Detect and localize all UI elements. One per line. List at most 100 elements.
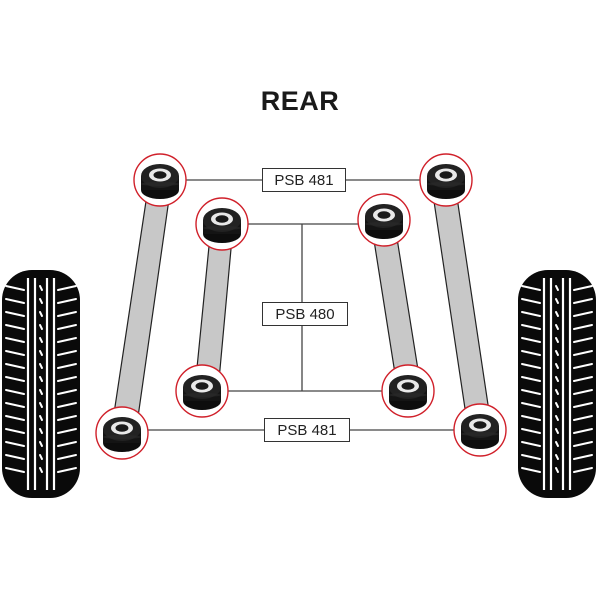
- connector-lines: [148, 179, 456, 431]
- inner-arm-right: [372, 231, 420, 381]
- outer-arm-right: [431, 183, 491, 423]
- tread-mark: [573, 337, 593, 343]
- tread-mark: [555, 311, 559, 317]
- tread-mark: [5, 389, 25, 395]
- tyre-left-icon: [2, 270, 80, 498]
- tread-mark: [39, 324, 43, 330]
- tread-mark: [555, 350, 559, 356]
- tread-mark: [39, 285, 43, 291]
- tread-mark: [573, 298, 593, 304]
- tread-mark: [57, 415, 77, 421]
- polyurethane-bush-icon: [461, 414, 499, 449]
- tread-mark: [521, 441, 541, 447]
- tread-mark: [5, 285, 25, 291]
- tread-mark: [39, 363, 43, 369]
- part-label-middle: PSB 480: [262, 302, 348, 326]
- tyre-right-icon: [518, 270, 596, 498]
- tread-mark: [555, 363, 559, 369]
- tread-mark: [39, 311, 43, 317]
- polyurethane-bush-icon: [103, 417, 141, 452]
- tread-mark: [39, 350, 43, 356]
- part-label-top: PSB 481: [262, 168, 346, 192]
- tread-mark: [5, 324, 25, 330]
- tread-mark: [57, 324, 77, 330]
- tread-mark: [573, 376, 593, 382]
- tread-mark: [555, 285, 559, 291]
- tread-mark: [521, 350, 541, 356]
- tread-mark: [39, 428, 43, 434]
- tread-mark: [521, 415, 541, 421]
- tread-mark: [5, 311, 25, 317]
- tread-mark: [521, 428, 541, 434]
- tread-mark: [573, 285, 593, 291]
- tread-mark: [555, 376, 559, 382]
- tread-mark: [39, 337, 43, 343]
- tread-mark: [57, 285, 77, 291]
- polyurethane-bush-icon: [203, 208, 241, 243]
- tread-mark: [555, 454, 559, 460]
- tread-mark: [555, 389, 559, 395]
- tread-mark: [573, 350, 593, 356]
- tread-mark: [5, 454, 25, 460]
- tread-mark: [39, 467, 43, 473]
- tread-mark: [5, 298, 25, 304]
- tread-mark: [521, 376, 541, 382]
- tread-mark: [555, 467, 559, 473]
- tread-mark: [57, 363, 77, 369]
- tread-mark: [555, 298, 559, 304]
- outer-arm-left: [112, 187, 171, 425]
- tread-mark: [5, 363, 25, 369]
- polyurethane-bush-icon: [141, 164, 179, 199]
- tread-mark: [521, 285, 541, 291]
- tread-mark: [555, 441, 559, 447]
- tread-mark: [521, 337, 541, 343]
- polyurethane-bush-icon: [183, 375, 221, 410]
- tread-mark: [39, 376, 43, 382]
- tread-mark: [573, 454, 593, 460]
- tread-mark: [521, 311, 541, 317]
- tread-mark: [521, 363, 541, 369]
- tread-mark: [521, 389, 541, 395]
- tread-mark: [39, 415, 43, 421]
- tread-mark: [555, 324, 559, 330]
- tread-mark: [573, 363, 593, 369]
- tread-mark: [521, 454, 541, 460]
- tread-mark: [521, 402, 541, 408]
- tread-mark: [555, 428, 559, 434]
- tread-mark: [521, 324, 541, 330]
- tread-mark: [39, 389, 43, 395]
- tread-mark: [573, 389, 593, 395]
- tread-mark: [39, 454, 43, 460]
- tread-mark: [521, 467, 541, 473]
- tread-mark: [573, 467, 593, 473]
- tread-mark: [573, 402, 593, 408]
- tread-mark: [57, 350, 77, 356]
- tread-mark: [57, 389, 77, 395]
- tread-mark: [57, 467, 77, 473]
- tread-mark: [573, 415, 593, 421]
- tread-mark: [57, 376, 77, 382]
- tread-mark: [573, 324, 593, 330]
- tread-mark: [39, 298, 43, 304]
- tread-mark: [555, 415, 559, 421]
- tread-mark: [57, 454, 77, 460]
- inner-arm-left: [195, 235, 233, 381]
- tread-mark: [5, 467, 25, 473]
- tread-mark: [57, 298, 77, 304]
- suspension-arms: [112, 183, 491, 425]
- page-title: REAR: [260, 86, 340, 116]
- tread-mark: [39, 402, 43, 408]
- tread-mark: [57, 337, 77, 343]
- tread-mark: [573, 428, 593, 434]
- tread-mark: [57, 428, 77, 434]
- tread-mark: [573, 441, 593, 447]
- tread-mark: [521, 298, 541, 304]
- part-label-bottom: PSB 481: [264, 418, 350, 442]
- polyurethane-bush-icon: [427, 164, 465, 199]
- tread-mark: [5, 376, 25, 382]
- tread-mark: [555, 402, 559, 408]
- tread-mark: [555, 337, 559, 343]
- tread-mark: [5, 428, 25, 434]
- tread-mark: [5, 415, 25, 421]
